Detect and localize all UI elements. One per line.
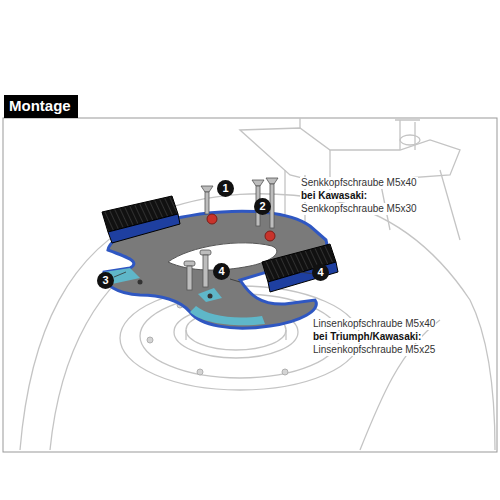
motorcycle-outline [20, 118, 495, 450]
section-title: Montage [4, 95, 78, 118]
frame [3, 118, 497, 452]
screw-note: Senkkopfschraube M5x40 [300, 177, 418, 189]
screw-note: bei Triumph/Kawasaki: [312, 331, 422, 343]
callout-number: 4 [213, 263, 230, 280]
screw-note: Linsenkopfschraube M5x40 [312, 318, 436, 330]
screw-note: bei Kawasaki: [300, 190, 368, 202]
callout-number: 4 [312, 264, 329, 281]
screw-note: Senkkopfschraube M5x30 [300, 203, 418, 215]
screws [184, 178, 278, 290]
callout-number: 3 [97, 272, 114, 289]
callout-number: 1 [217, 180, 234, 197]
screw-note: Linsenkopfschraube M5x25 [312, 344, 436, 356]
callout-number: 2 [254, 198, 271, 215]
